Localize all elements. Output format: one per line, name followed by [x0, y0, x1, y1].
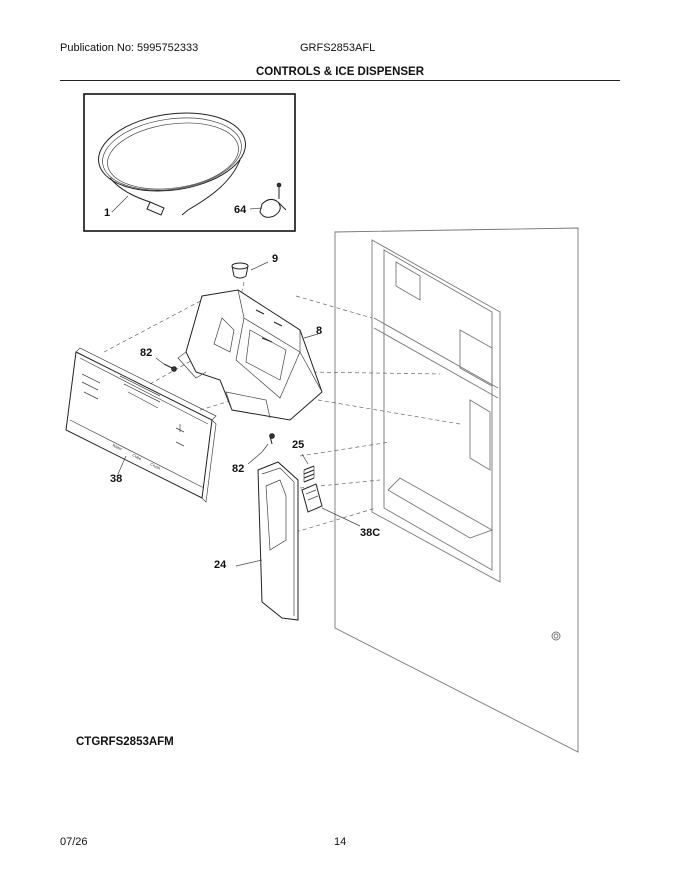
refrigerator-door	[334, 227, 579, 753]
screw-upper: 82	[140, 347, 177, 372]
callout-82-lower: 82	[232, 463, 244, 475]
panel-label-water: Water	[112, 442, 124, 452]
tube-clip	[259, 182, 287, 218]
button-cap-part: 9	[231, 253, 278, 279]
model-number: GRFS2853AFL	[300, 42, 376, 54]
spring-part: 25	[292, 439, 315, 483]
callout-82-upper: 82	[140, 347, 152, 359]
diagram-code: CTGRFS2853AFM	[76, 736, 174, 748]
panel-label-crush: Crush	[150, 461, 162, 470]
header-rule	[60, 80, 620, 81]
footer-date: 07/26	[60, 836, 88, 848]
publication-number: Publication No: 5995752333	[60, 42, 199, 54]
ice-chute-housing-part: 8	[177, 289, 323, 421]
callout-24: 24	[214, 559, 227, 571]
section-title: CONTROLS & ICE DISPENSER	[255, 66, 425, 78]
switch-part: 38C	[301, 483, 380, 539]
water-tube-coil	[98, 112, 246, 216]
callout-25: 25	[292, 439, 304, 451]
inset-box: 1 64	[83, 93, 296, 232]
dispenser-paddle-part: 24	[214, 461, 299, 621]
callout-38c: 38C	[360, 527, 380, 539]
callout-38: 38	[110, 473, 122, 485]
callout-1: 1	[104, 207, 110, 219]
callout-8: 8	[316, 325, 322, 337]
screw-lower: 82	[232, 433, 275, 475]
control-panel-part: Water Cube Crush 38	[65, 347, 217, 503]
panel-label-cube: Cube	[132, 452, 143, 461]
page-number: 14	[334, 836, 347, 848]
callout-9: 9	[272, 253, 278, 265]
callout-64: 64	[234, 204, 247, 216]
